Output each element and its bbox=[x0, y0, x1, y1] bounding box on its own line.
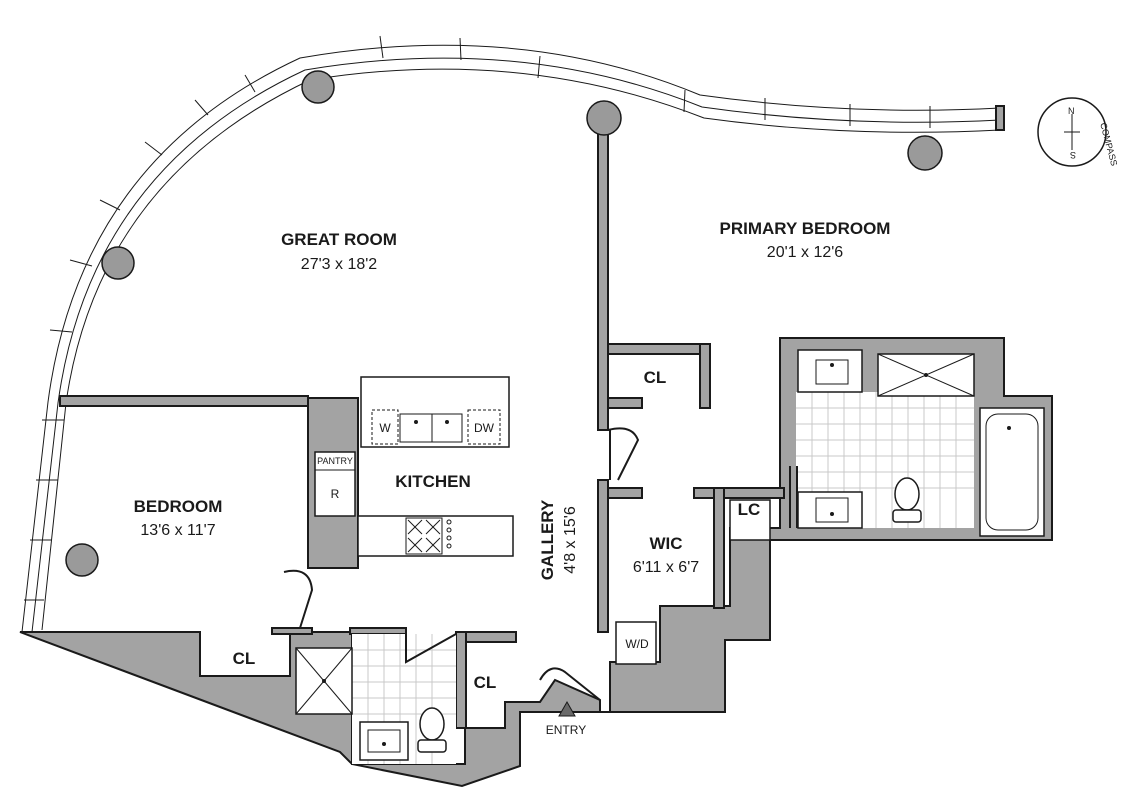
window-band bbox=[21, 35, 1005, 633]
primary-bath bbox=[789, 349, 1045, 537]
secondary-bath bbox=[295, 634, 456, 764]
entry-arrow bbox=[558, 700, 576, 717]
primary-bedroom-name: PRIMARY BEDROOM bbox=[720, 219, 891, 238]
linen-closet-label: LC bbox=[738, 500, 761, 519]
columns bbox=[65, 70, 943, 577]
bedroom-dims: 13'6 x 11'7 bbox=[140, 522, 215, 539]
great-room-dims: 27'3 x 18'2 bbox=[301, 256, 377, 273]
wic-dims: 6'11 x 6'7 bbox=[633, 559, 699, 576]
lc-closet bbox=[729, 499, 771, 541]
gallery-dims: 4'8 x 15'6 bbox=[562, 506, 579, 574]
wic-name: WIC bbox=[649, 534, 682, 553]
bedroom-name: BEDROOM bbox=[134, 497, 223, 516]
primary-bedroom-dims: 20'1 x 12'6 bbox=[767, 244, 843, 261]
closet-label-entry: CL bbox=[474, 673, 497, 692]
compass-icon: N S COMPASS bbox=[1037, 97, 1119, 167]
washer-dryer-label: W/D bbox=[625, 637, 649, 651]
kitchen-fixtures bbox=[314, 376, 514, 557]
compass-south: S bbox=[1070, 150, 1076, 160]
refrigerator-label: R bbox=[331, 487, 340, 501]
gallery-name: GALLERY bbox=[538, 499, 557, 580]
closet-label-bedroom: CL bbox=[233, 649, 256, 668]
compass-north: N bbox=[1068, 106, 1075, 116]
washer-dryer bbox=[615, 621, 657, 665]
kitchen-name: KITCHEN bbox=[395, 472, 471, 491]
entry-label: ENTRY bbox=[546, 723, 586, 737]
washer-label: W bbox=[379, 421, 391, 435]
closet-label-primary: CL bbox=[644, 368, 667, 387]
great-room-name: GREAT ROOM bbox=[281, 230, 397, 249]
pantry-label: PANTRY bbox=[317, 456, 353, 466]
dishwasher-label: DW bbox=[474, 421, 495, 435]
door-swings bbox=[283, 427, 640, 701]
